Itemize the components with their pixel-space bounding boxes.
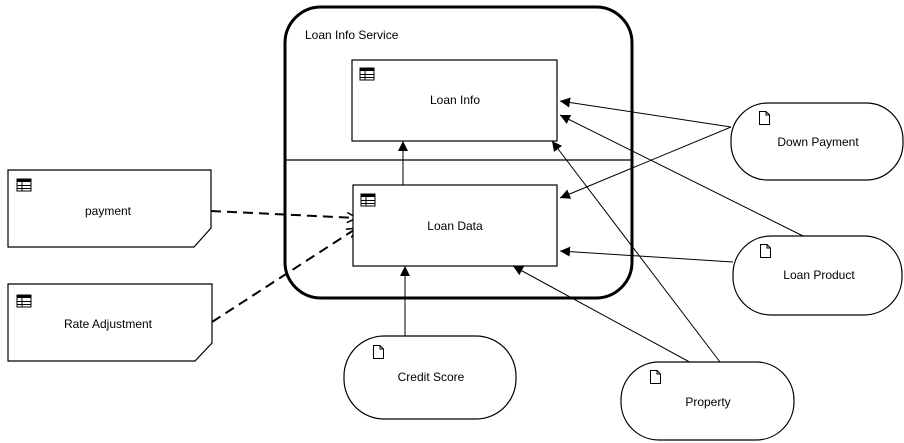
- node-label: Credit Score: [398, 370, 465, 384]
- service-container: Loan Info Service: [283, 5, 634, 300]
- node-property[interactable]: Property: [620, 361, 795, 441]
- node-credit-score[interactable]: Credit Score: [343, 335, 517, 420]
- edge-property-to-loan-info: [551, 140, 721, 363]
- table-icon: [16, 294, 32, 308]
- edge-loan-product-to-loan-data: [559, 246, 734, 263]
- edge-loan-product-to-loan-info: [559, 114, 804, 237]
- node-label: Rate Adjustment: [64, 317, 153, 331]
- document-icon: [760, 244, 771, 258]
- document-icon: [650, 370, 661, 384]
- node-loan-product[interactable]: Loan Product: [732, 235, 903, 316]
- edges: [210, 97, 804, 366]
- table-icon: [360, 193, 376, 207]
- node-label: Property: [685, 395, 730, 409]
- node-label: Loan Data: [427, 219, 483, 233]
- node-label: Down Payment: [777, 135, 859, 149]
- service-label: Loan Info Service: [305, 28, 399, 42]
- edge-down-payment-to-loan-info: [559, 97, 732, 128]
- node-payment[interactable]: payment: [7, 169, 212, 248]
- node-down-payment[interactable]: Down Payment: [730, 102, 904, 181]
- edge-rate-adjustment-to-loan-data: [211, 227, 359, 323]
- document-icon: [759, 111, 770, 125]
- node-loan-info[interactable]: Loan Info: [351, 59, 558, 142]
- table-icon: [16, 178, 32, 192]
- edge-down-payment-to-loan-data: [559, 126, 732, 199]
- node-label: payment: [85, 204, 132, 218]
- node-label: Loan Product: [783, 268, 855, 282]
- node-rate-adjustment[interactable]: Rate Adjustment: [7, 283, 213, 362]
- edge-property-to-loan-data: [512, 265, 696, 366]
- node-loan-data[interactable]: Loan Data: [352, 184, 558, 267]
- document-icon: [373, 345, 384, 359]
- node-label: Loan Info: [430, 93, 480, 107]
- edge-payment-to-loan-data: [210, 210, 359, 224]
- table-icon: [359, 67, 375, 81]
